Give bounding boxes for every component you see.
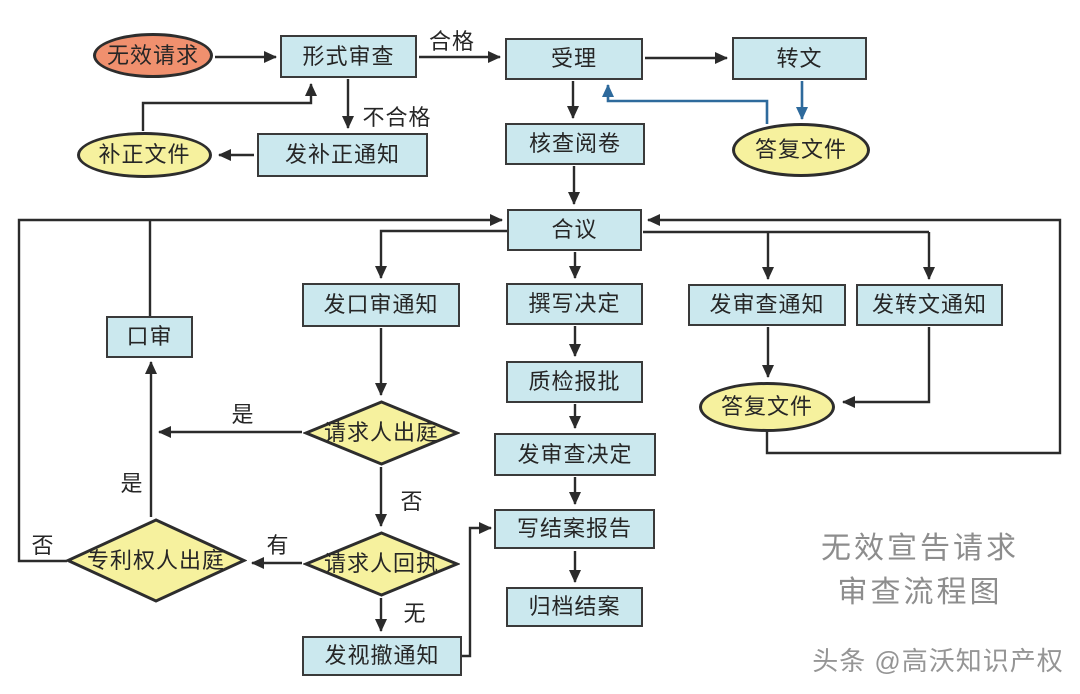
acceptance-label: 受理 [550,46,597,71]
edge-label-no-patentee: 否 [31,533,55,558]
transfer-notice-label: 发转文通知 [871,292,987,317]
diamond-shape [303,400,460,466]
transfer-notice-box: 发转文通知 [856,284,1003,326]
oral-hearing-label: 口审 [126,324,173,349]
reply-document-bottom-label: 答复文件 [720,394,813,419]
edge-label-no-requester: 否 [400,489,424,514]
edge-label-has-receipt: 有 [266,533,290,558]
requester-receipt-label: 请求人回执 [323,551,439,576]
correction-notice-box: 发补正通知 [257,133,428,177]
patentee-appear-label: 专利权人出庭 [86,547,225,573]
watermark-text: 头条 @高沃知识产权 [812,646,1064,676]
transfer-label: 转文 [776,45,823,71]
archive-box: 归档结案 [506,587,643,627]
diamond-shape [65,518,247,603]
examination-notice-label: 发审查通知 [709,292,825,317]
correction-document-label: 补正文件 [98,142,191,167]
requester-appear-decision: 请求人出庭 [303,400,460,466]
withdrawal-notice-label: 发视撤通知 [324,643,440,668]
draft-decision-box: 撰写决定 [506,283,643,325]
reply-document-bottom-ellipse: 答复文件 [699,382,835,432]
oral-hearing-box: 口审 [106,316,193,358]
patentee-appear-decision: 专利权人出庭 [65,518,247,603]
edge-label-no-receipt: 无 [403,601,427,626]
edge-label-yes-patentee: 是 [120,471,144,496]
withdrawal-notice-box: 发视撤通知 [302,636,462,676]
edge-label-unqualified: 不合格 [362,105,432,130]
transfer-box: 转文 [732,37,867,80]
file-review-label: 核查阅卷 [528,131,621,156]
file-review-box: 核查阅卷 [505,123,645,165]
diagram-title: 无效宣告请求 审查流程图 [790,527,1050,615]
invalid-request-label: 无效请求 [106,42,199,68]
closing-report-label: 写结案报告 [516,516,632,541]
formal-examination-box: 形式审查 [280,35,417,78]
acceptance-box: 受理 [505,38,643,80]
edge-label-yes-requester: 是 [231,402,255,427]
examination-notice-box: 发审查通知 [688,284,846,326]
examination-decision-box: 发审查决定 [494,433,656,476]
requester-appear-label: 请求人出庭 [323,420,439,445]
reply-document-top-ellipse: 答复文件 [732,123,870,177]
correction-document-ellipse: 补正文件 [77,132,212,178]
requester-receipt-decision: 请求人回执 [303,531,460,597]
diagram-title-line2: 审查流程图 [837,576,1003,609]
panel-deliberation-label: 合议 [551,217,598,242]
diagram-title-line1: 无效宣告请求 [821,532,1019,565]
closing-report-box: 写结案报告 [494,509,655,549]
correction-notice-label: 发补正通知 [284,142,400,167]
formal-examination-label: 形式审查 [302,43,395,69]
qc-approval-label: 质检报批 [528,369,621,394]
edge-label-qualified: 合格 [428,29,476,54]
oral-hearing-notice-box: 发口审通知 [302,283,460,327]
diamond-shape [303,531,460,597]
oral-hearing-notice-label: 发口审通知 [323,292,439,317]
draft-decision-label: 撰写决定 [528,291,621,316]
panel-deliberation-box: 合议 [507,209,642,251]
examination-decision-label: 发审查决定 [517,441,633,467]
archive-label: 归档结案 [528,594,621,619]
reply-document-top-label: 答复文件 [754,137,847,162]
qc-approval-box: 质检报批 [506,361,643,403]
invalid-request-start: 无效请求 [93,33,213,78]
